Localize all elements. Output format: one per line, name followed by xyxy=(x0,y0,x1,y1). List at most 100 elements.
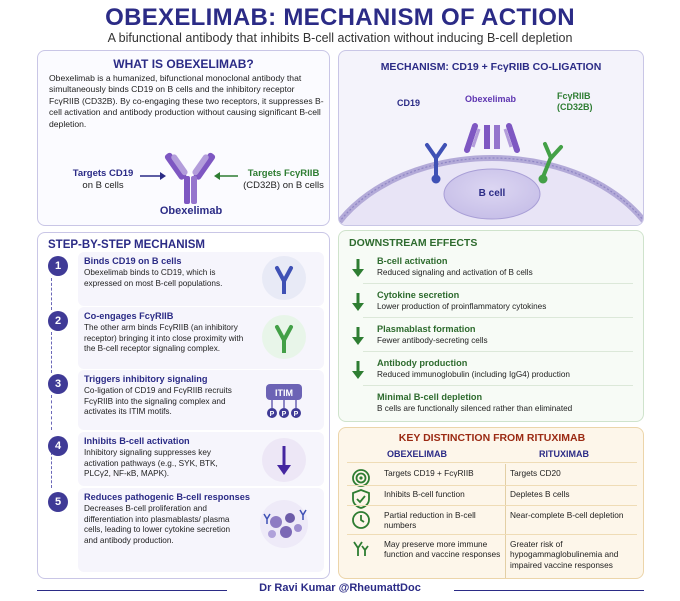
step-connector xyxy=(51,452,52,488)
effect-text: Lower production of proinflammatory cyto… xyxy=(377,302,547,311)
arrow-left-icon xyxy=(214,172,238,180)
step-2: 2 Co-engages FcγRIIB The other arm binds… xyxy=(44,307,324,373)
b-cell-nucleus xyxy=(443,168,541,220)
step-5-text: Decreases B-cell proliferation and diffe… xyxy=(84,504,231,545)
footer-rule-right xyxy=(454,590,644,591)
step-4-heading: Inhibits B-cell activation xyxy=(84,436,190,446)
step-4-number: 4 xyxy=(48,436,68,456)
cd19-antibody-icon xyxy=(262,256,306,300)
step-connector xyxy=(51,395,52,430)
rituximab-cell: Near-complete B-cell depletion xyxy=(510,510,624,520)
steps-panel: STEP-BY-STEP MECHANISM 1 Binds CD19 on B… xyxy=(37,232,330,579)
effect-heading: Antibody production xyxy=(377,358,468,368)
step-1-heading: Binds CD19 on B cells xyxy=(84,256,182,266)
effect-divider xyxy=(363,283,633,284)
targets-fcgr-strong: Targets FcγRIIB xyxy=(247,168,320,179)
step-2-text: The other arm binds FcγRIIB (an inhibito… xyxy=(84,323,244,353)
effect-divider xyxy=(363,317,633,318)
effect-heading: Plasmablast formation xyxy=(377,324,476,334)
effect-text: Reduced signaling and activation of B ce… xyxy=(377,268,533,277)
step-4-text: Inhibitory signaling suppresses key acti… xyxy=(84,448,218,478)
obexelimab-cell: Partial reduction in B-cell numbers xyxy=(384,510,476,531)
fcgr-antibody-icon xyxy=(262,315,306,359)
fcgr-receptor-icon xyxy=(538,142,563,184)
cd19-label: CD19 xyxy=(397,98,421,108)
what-is-title: WHAT IS OBEXELIMAB? xyxy=(113,57,254,71)
mechanism-diagram xyxy=(339,123,643,225)
effect-text: Reduced immunoglobulin (including IgG4) … xyxy=(377,370,570,379)
targets-fcgr-rest: (CD32B) on B cells xyxy=(243,180,324,191)
shield-check-icon xyxy=(352,489,370,509)
obexelimab-cell: Targets CD19 + FcγRIIB xyxy=(384,468,474,478)
step-3-heading: Triggers inhibitory signaling xyxy=(84,374,208,384)
column-divider xyxy=(505,464,506,578)
targets-cd19-label: Targets CD19 on B cells xyxy=(58,168,148,192)
effect-heading: Cytokine secretion xyxy=(377,290,460,300)
step-3: 3 Triggers inhibitory signaling Co-ligat… xyxy=(44,370,324,434)
phosphate-label: P xyxy=(270,411,275,418)
fcgr-label-line2: (CD32B) xyxy=(557,102,593,112)
footer-rule-left xyxy=(37,590,227,591)
down-arrow-icon xyxy=(262,438,306,482)
antibody-name: Obexelimab xyxy=(159,205,223,217)
what-is-panel: WHAT IS OBEXELIMAB? Obexelimab is a huma… xyxy=(37,50,330,226)
footer-author-text: Dr Ravi Kumar @RheumattDoc xyxy=(253,582,427,594)
what-arrows xyxy=(140,152,238,204)
step-1-text: Obexelimab binds to CD19, which is expre… xyxy=(84,268,223,288)
targets-fcgr-label: Targets FcγRIIB (CD32B) on B cells xyxy=(236,168,329,192)
step-1-number: 1 xyxy=(48,256,68,276)
b-cell-cluster-icon xyxy=(260,500,308,548)
antibody-icon xyxy=(353,541,369,556)
effect-divider xyxy=(363,385,633,386)
down-arrow-icon xyxy=(352,327,364,345)
downstream-title: DOWNSTREAM EFFECTS xyxy=(349,237,478,249)
footer-author: Dr Ravi Kumar @RheumattDoc xyxy=(0,582,680,594)
obexelimab-cell: Inhibits B-cell function xyxy=(384,489,465,499)
obexelimab-antibody-icon xyxy=(464,123,520,153)
what-is-description: Obexelimab is a humanized, bifunctional … xyxy=(49,73,324,129)
step-connector xyxy=(51,332,52,373)
effect-heading: Minimal B-cell depletion xyxy=(377,392,483,402)
step-2-number: 2 xyxy=(48,311,68,331)
obexelimab-cell: May preserve more immune function and va… xyxy=(384,539,501,560)
step-4: 4 Inhibits B-cell activation Inhibitory … xyxy=(44,432,324,490)
b-cell-label: B cell xyxy=(478,188,506,199)
key-distinction-title: KEY DISTINCTION FROM RITUXIMAB xyxy=(398,432,586,444)
phosphate-label: P xyxy=(294,411,299,418)
obexelimab-label: Obexelimab xyxy=(465,94,517,104)
step-1: 1 Binds CD19 on B cells Obexelimab binds… xyxy=(44,252,324,312)
itim-label: ITIM xyxy=(275,388,293,398)
page-title: OBEXELIMAB: MECHANISM OF ACTION xyxy=(105,4,575,31)
effect-heading: B-cell activation xyxy=(377,256,448,266)
targets-cd19-strong: Targets CD19 xyxy=(72,168,134,179)
steps-title: STEP-BY-STEP MECHANISM xyxy=(48,239,205,251)
step-3-number: 3 xyxy=(48,374,68,394)
effect-text: B cells are functionally silenced rather… xyxy=(377,404,573,413)
mechanism-title: MECHANISM: CD19 + FcγRIIB CO-LIGATION xyxy=(380,61,602,73)
row-divider xyxy=(347,534,637,535)
key-distinction-panel: KEY DISTINCTION FROM RITUXIMAB OBEXELIMA… xyxy=(338,427,644,579)
header-divider xyxy=(347,462,637,463)
rituximab-cell: Greater risk of hypogammaglobulinemia an… xyxy=(510,539,619,570)
fcgr-label-line1: FcγRIIB xyxy=(557,91,591,101)
antibody-icon xyxy=(164,152,216,204)
step-2-heading: Co-engages FcγRIIB xyxy=(84,311,174,321)
effect-text: Fewer antibody-secreting cells xyxy=(377,336,488,345)
target-icon xyxy=(352,469,370,487)
step-connector xyxy=(51,278,52,310)
arrow-right-icon xyxy=(140,172,166,180)
downstream-panel: DOWNSTREAM EFFECTS B-cell activation Red… xyxy=(338,230,644,422)
rituximab-cell: Depletes B cells xyxy=(510,489,570,499)
rituximab-column-header: RITUXIMAB xyxy=(539,449,589,459)
targets-cd19-rest: on B cells xyxy=(82,180,124,191)
phosphate-label: P xyxy=(282,411,287,418)
page-subtitle: A bifunctional antibody that inhibits B-… xyxy=(107,31,573,45)
cd19-receptor-icon xyxy=(425,143,447,184)
mechanism-panel: MECHANISM: CD19 + FcγRIIB CO-LIGATION xyxy=(338,50,644,226)
obexelimab-column-header: OBEXELIMAB xyxy=(387,449,448,459)
itim-signaling-icon: ITIM P P P xyxy=(266,384,302,418)
clock-icon xyxy=(352,511,370,529)
down-arrow-icon xyxy=(352,293,364,311)
effect-divider xyxy=(363,351,633,352)
down-arrow-icon xyxy=(352,259,364,277)
